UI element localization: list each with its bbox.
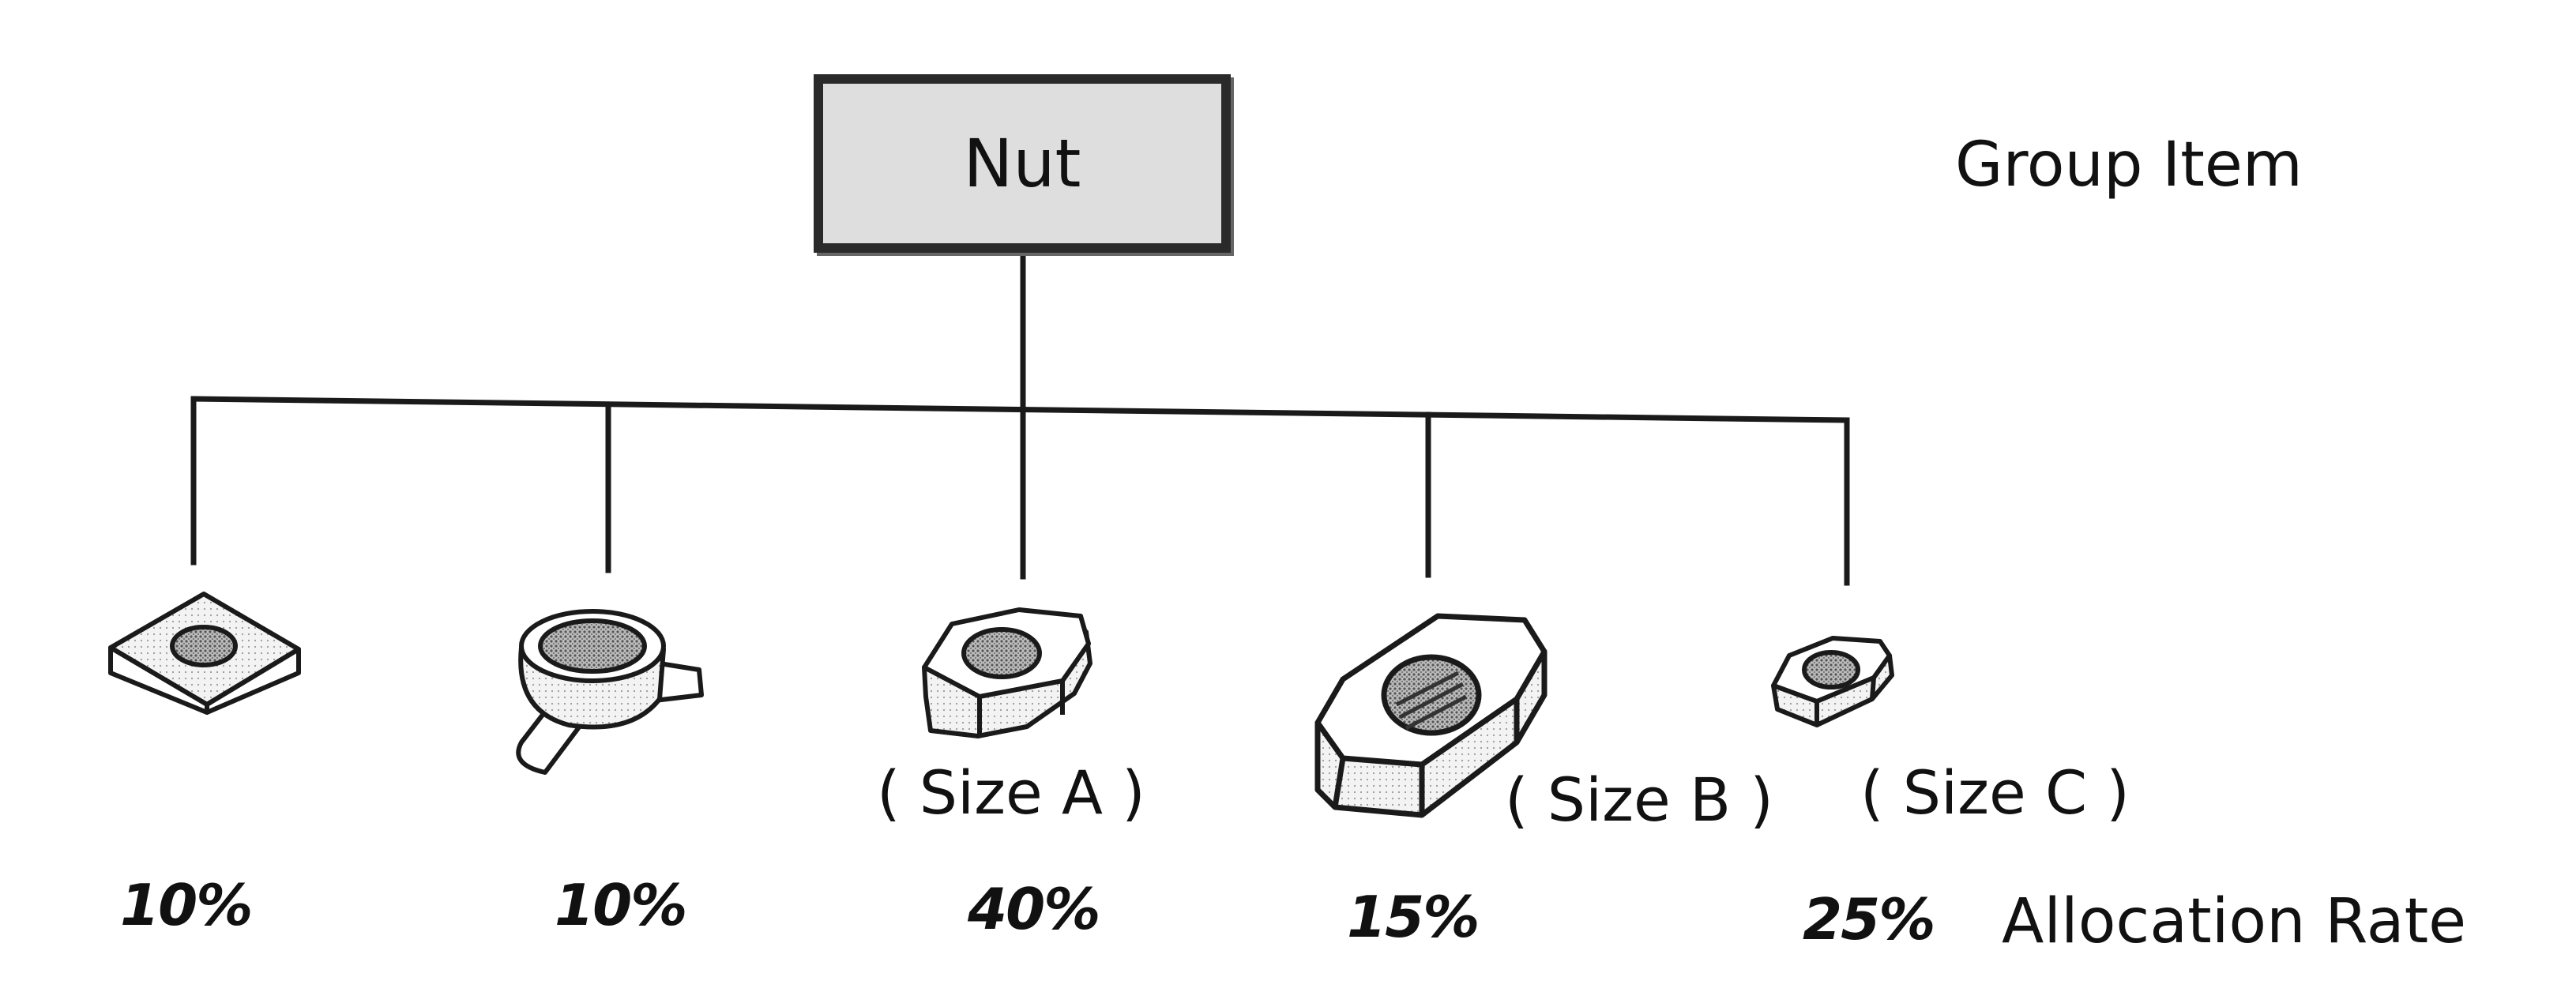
cap-nut-with-tabs-icon [516, 609, 704, 775]
small-hex-nut-icon [1771, 636, 1894, 727]
root-node-label: Nut [963, 125, 1081, 202]
size-b-label: ( Size B ) [1505, 765, 1773, 835]
allocation-rate-label: Allocation Rate [2002, 886, 2467, 957]
large-hex-nut-icon [1314, 613, 1547, 818]
allocation-rate-value: 10% [120, 872, 253, 938]
allocation-rate-value: 40% [968, 876, 1100, 942]
size-c-label: ( Size C ) [1860, 757, 2130, 828]
square-nut-icon [108, 592, 301, 715]
allocation-rate-value: 15% [1347, 884, 1480, 950]
hex-nut-icon [922, 607, 1092, 738]
allocation-rate-value: 10% [555, 872, 687, 938]
group-item-label: Group Item [1955, 130, 2303, 201]
allocation-rate-value: 25% [1803, 886, 1935, 953]
root-node-box: Nut [814, 74, 1231, 253]
size-a-label: ( Size A ) [877, 757, 1145, 828]
